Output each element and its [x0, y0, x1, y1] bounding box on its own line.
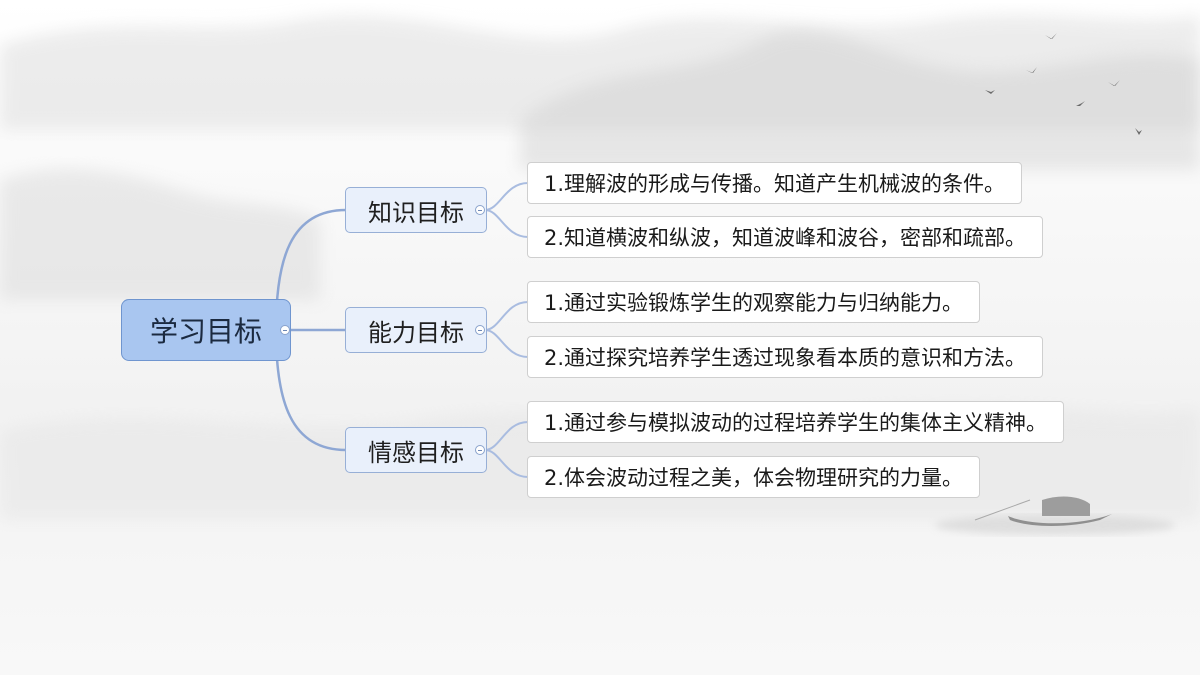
branch-knowledge-collapse-icon[interactable]	[475, 205, 485, 215]
mid-mountains	[520, 30, 1200, 170]
emotion-item-1[interactable]: 1.通过参与模拟波动的过程培养学生的集体主义精神。	[527, 401, 1065, 443]
branch-knowledge-label: 知识目标	[368, 198, 464, 227]
connector-ability-1	[484, 301, 529, 331]
ability-item-2[interactable]: 2.通过探究培养学生透过现象看本质的意识和方法。	[527, 336, 1044, 378]
ability-item-1[interactable]: 1.通过实验锻炼学生的观察能力与归纳能力。	[527, 281, 981, 323]
root-topic-label: 学习目标	[149, 315, 262, 348]
knowledge-item-1-text: 1.理解波的形成与传播。知道产生机械波的条件。	[544, 172, 1006, 196]
connector-knowledge-1	[484, 182, 529, 211]
emotion-item-2-text: 2.体会波动过程之美，体会物理研究的力量。	[544, 466, 964, 490]
root-collapse-icon[interactable]	[280, 325, 290, 335]
branch-ability-collapse-icon[interactable]	[475, 325, 485, 335]
connector-ability-2	[484, 329, 529, 358]
knowledge-item-2-text: 2.知道横波和纵波，知道波峰和波谷，密部和疏部。	[544, 226, 1027, 250]
branch-emotion-collapse-icon[interactable]	[475, 445, 485, 455]
knowledge-item-1[interactable]: 1.理解波的形成与传播。知道产生机械波的条件。	[527, 162, 1023, 204]
connector-emotion-2	[484, 449, 529, 478]
connector-knowledge-2	[484, 209, 529, 238]
fishing-boat	[935, 496, 1175, 535]
branch-emotion-label: 情感目标	[368, 438, 464, 467]
left-hills	[0, 169, 320, 300]
root-topic[interactable]: 学习目标	[121, 299, 291, 361]
emotion-item-2[interactable]: 2.体会波动过程之美，体会物理研究的力量。	[527, 456, 981, 498]
knowledge-item-2[interactable]: 2.知道横波和纵波，知道波峰和波谷，密部和疏部。	[527, 216, 1044, 258]
branch-ability[interactable]: 能力目标	[345, 307, 487, 353]
emotion-item-1-text: 1.通过参与模拟波动的过程培养学生的集体主义精神。	[544, 411, 1048, 435]
connector-emotion-1	[484, 421, 529, 451]
flying-birds	[985, 33, 1142, 135]
ability-item-1-text: 1.通过实验锻炼学生的观察能力与归纳能力。	[544, 291, 964, 315]
branch-knowledge[interactable]: 知识目标	[345, 187, 487, 233]
branch-ability-label: 能力目标	[368, 318, 464, 347]
branch-emotion[interactable]: 情感目标	[345, 427, 487, 473]
ability-item-2-text: 2.通过探究培养学生透过现象看本质的意识和方法。	[544, 346, 1027, 370]
